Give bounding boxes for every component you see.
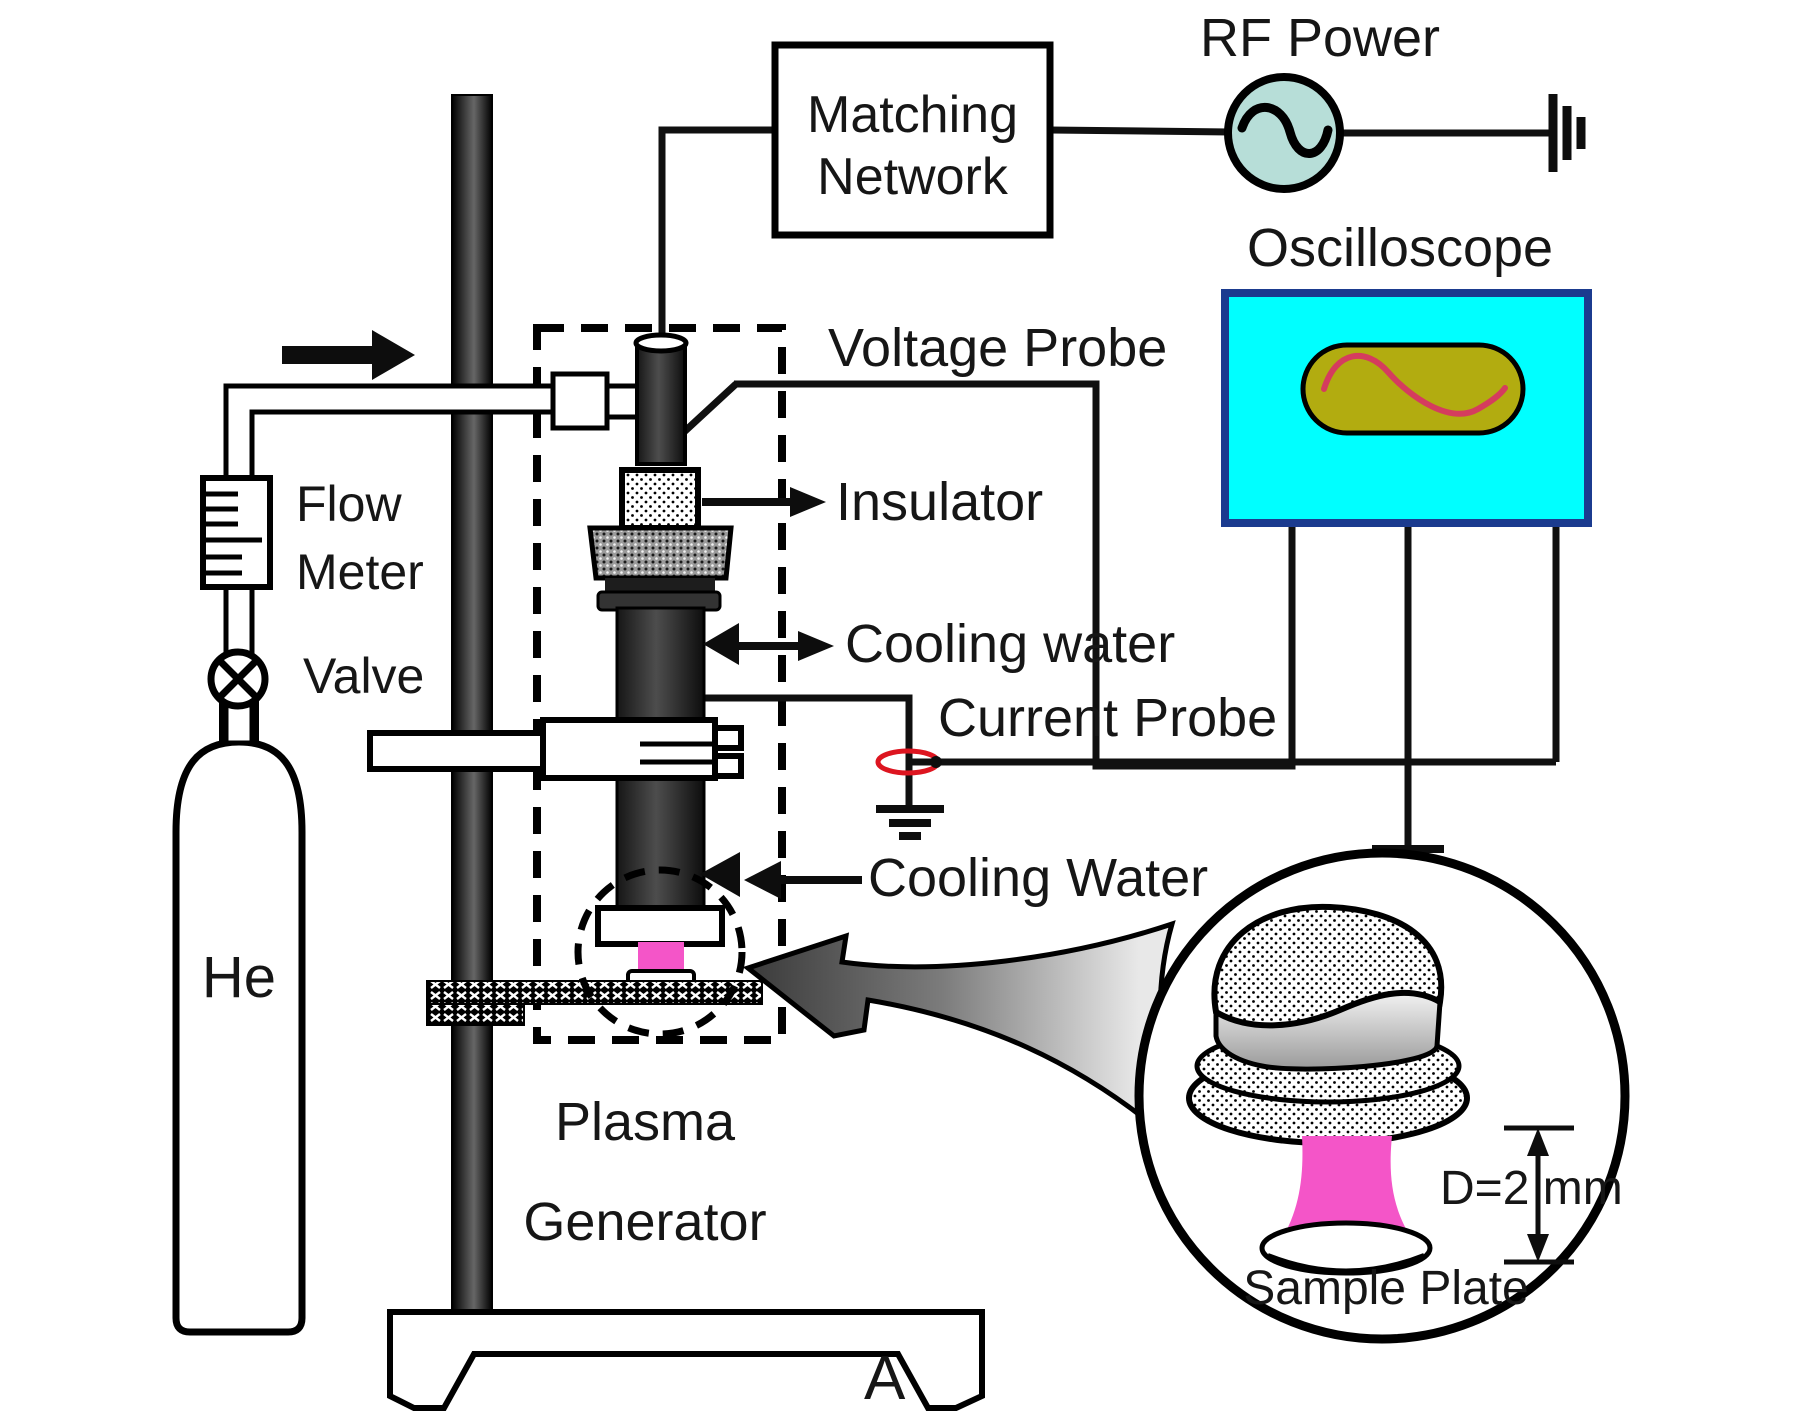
- insulator-label: Insulator: [836, 472, 1044, 532]
- gap-dimension-label: D=2 mm: [1440, 1162, 1623, 1215]
- cooling-water-upper-label: Cooling water: [845, 614, 1176, 674]
- wire-voltage-probe: [734, 380, 1296, 770]
- gas-flow-arrow-icon: [282, 330, 415, 380]
- plasma-generator-label-line2: Generator: [523, 1192, 767, 1252]
- wire-matching-to-electrode: [658, 126, 776, 342]
- detail-dashed-circle: [574, 866, 746, 1038]
- ground-electrode-holder: [595, 905, 725, 947]
- wire-matching-to-rf: [1049, 126, 1231, 136]
- stand-base: [387, 1309, 985, 1411]
- cooling-water-lower-arrow-icon: [744, 861, 781, 899]
- cooling-water-upper-arrow-icon: [798, 631, 834, 661]
- current-probe-label: Current Probe: [938, 688, 1278, 748]
- plasma-generator-dashed-box: [533, 324, 786, 1044]
- gas-tubing: [223, 371, 642, 746]
- inset-electrode-cap: [1211, 903, 1445, 1029]
- inset-plasma-column: [1280, 1136, 1414, 1242]
- ground-icon: [876, 805, 944, 840]
- insulator-arrow-icon: [790, 487, 826, 517]
- oscilloscope-box: [1221, 289, 1592, 527]
- flow-meter-label-line1: Flow: [296, 476, 402, 532]
- flow-meter: [200, 475, 273, 590]
- stand-pole: [451, 94, 493, 1315]
- current-probe-ring-icon: [875, 748, 942, 776]
- wire-voltage-probe-tap: [681, 381, 739, 435]
- matching-network-box: [771, 41, 1054, 239]
- inset-sample-plate: [1259, 1220, 1433, 1276]
- flow-meter-label-line2: Meter: [296, 544, 424, 600]
- cooling-inlet-nozzle: [703, 623, 739, 665]
- cooling-outlet-nozzle: [700, 852, 740, 897]
- cooling-water-lower-label: Cooling Water: [868, 848, 1209, 908]
- insulator-block: [619, 467, 701, 531]
- wire-column-to-ground: [702, 694, 913, 806]
- valve-label: Valve: [303, 648, 425, 704]
- voltage-probe-label: Voltage Probe: [828, 318, 1168, 378]
- sine-trace: [1321, 353, 1508, 417]
- ground-icon: [1548, 94, 1586, 172]
- tube-connector: [604, 383, 642, 420]
- rf-power-source-icon: [1224, 73, 1344, 193]
- stand-clamp: [367, 717, 744, 781]
- oscilloscope-screen: [1300, 342, 1526, 436]
- mesh-sample-stage: [426, 980, 763, 1026]
- circuit-wires: [658, 126, 1560, 846]
- valve-icon: [207, 648, 269, 710]
- helium-tank: [172, 701, 306, 1336]
- plasma-jet: [638, 942, 684, 974]
- matching-network-label-line1: Matching: [807, 86, 1018, 144]
- panel-label: A: [864, 1344, 906, 1413]
- oscilloscope-label: Oscilloscope: [1246, 218, 1554, 278]
- insulator-collar: [587, 525, 734, 581]
- matching-network-label-line2: Network: [817, 148, 1008, 206]
- rf-power-label: RF Power: [1199, 8, 1441, 68]
- helium-label: He: [201, 945, 277, 1010]
- tube-connector: [550, 371, 610, 431]
- inset-detail: [1134, 848, 1630, 1344]
- powered-electrode: [635, 340, 687, 466]
- sample-plate-label: Sample Plate: [1243, 1262, 1529, 1315]
- plasma-generator-label-line1: Plasma: [554, 1092, 736, 1152]
- label-arrows: [702, 487, 862, 899]
